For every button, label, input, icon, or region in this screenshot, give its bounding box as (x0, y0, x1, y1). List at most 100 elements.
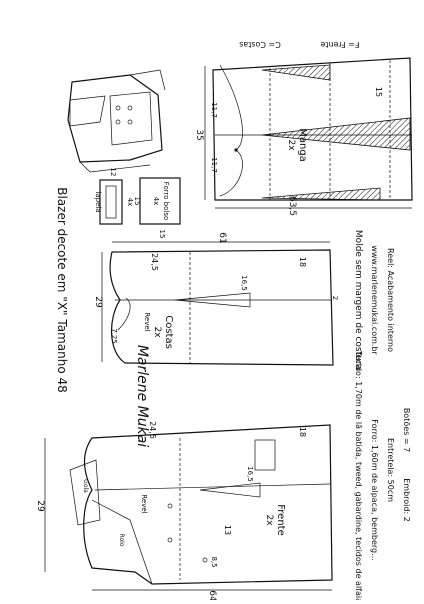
signature: Marlene Mukai (134, 345, 150, 447)
frente-lapel-line (91, 499, 153, 585)
costas-waist-dim: 16,5 (240, 275, 248, 291)
costas-waist-group: 16,5 (240, 275, 248, 291)
costas-neck-curve (117, 297, 131, 331)
sleeve-qty: 2x (286, 139, 296, 151)
costas-width-group: 61 (217, 232, 227, 243)
costas-dart (174, 292, 251, 308)
molde-note: Molde sem margem de costura (353, 230, 363, 370)
frente-depth-dim: 29 (35, 500, 45, 512)
frente-rolo-group: Rolo (118, 534, 125, 547)
sleeve-cap-dim: 35 (194, 129, 204, 140)
costas-revel-group: Revel (143, 312, 151, 331)
lapela-inner (105, 185, 117, 219)
frente-neck-dim: 13 (223, 525, 232, 535)
frente-waist-dim: 16,5 (246, 466, 254, 482)
sleeve-label: Manga (297, 128, 308, 162)
sleeve-cap-group: 35 (194, 129, 204, 140)
legend-group: F= Frente C= Costas (239, 40, 359, 49)
frente-depth-group: 29 (35, 500, 45, 512)
lapela-w-dim: 12 (109, 168, 117, 177)
jacket-button-1 (115, 105, 121, 111)
fabric-note: Tecido: 1,70m de lã batida, tweed, gabar… (354, 350, 363, 600)
sleeve-cap-w1-group: 11,7 (210, 102, 218, 118)
forro-bolso-outline (139, 177, 181, 225)
legend-back: C= Costas (239, 40, 281, 49)
forro-bolso-label: Forro bolso (162, 182, 170, 221)
interfacing-note: Entretela: 50cm (386, 438, 395, 502)
costas-shoulder-group: 24,5 (150, 253, 159, 271)
frente-qty: 2x (264, 514, 274, 526)
buttons-note: Botões = 7 (402, 408, 411, 452)
sleeve-cap-w1-dim: 11,7 (210, 102, 218, 118)
sleeve-hatch-bottom (261, 187, 381, 201)
costas-side-group: 18 (298, 257, 307, 267)
forro-bolso-label-group: Forro bolso 4x (152, 182, 170, 221)
notes-molde-group: Molde sem margem de costura (353, 230, 363, 370)
lining-note: Forro: 1,60m de alpaca, bemberg... (370, 419, 379, 560)
sleeve-cuff-group: 15 (374, 87, 383, 97)
frente-button-3 (202, 557, 208, 563)
bolso-w-group: 15 (133, 197, 141, 206)
frente-button-1 (167, 503, 173, 509)
frente-waist-line (94, 483, 331, 491)
lapela-piece (99, 179, 123, 225)
costas-piece (109, 249, 334, 366)
sleeve-length-group: 63,5 (287, 196, 297, 216)
lapela-label-group: lapela (94, 191, 102, 212)
jacket-sketch (67, 69, 166, 173)
jacket-lapel (69, 95, 106, 127)
frente-dart (199, 482, 261, 498)
jacket-button-4 (127, 119, 133, 125)
sleeve-cap-w2-dim: 11,7 (210, 157, 218, 173)
lapela-w-group: 12 (109, 168, 117, 177)
notes-reel-group: Reel: Acabamento interno (386, 248, 395, 352)
frente-length-group: 64 (207, 590, 217, 602)
notes-website-group: www.marlenemukai.com.br (370, 245, 379, 355)
frente-revel-group: Revel (140, 494, 148, 513)
frente-outline (83, 424, 333, 585)
lapela-qty-group: 4x (126, 198, 134, 207)
frente-hem-group: 8,5 (210, 556, 218, 567)
jacket-button-2 (127, 105, 133, 111)
embroidery-note: Embroid: 2 (402, 478, 411, 522)
frente-button-2 (167, 537, 173, 543)
lining-note-group: Forro: 1,60m de alpaca, bemberg... (370, 419, 379, 560)
costas-shoulder-dim: 24,5 (150, 253, 159, 271)
bolso-w-dim: 15 (133, 197, 141, 206)
sleeve-dart-top (261, 117, 411, 151)
costas-depth-dim: 29 (93, 296, 103, 308)
frente-waist-group: 16,5 (246, 466, 254, 482)
costas-revel-mark: Revel (143, 312, 151, 331)
sleeve-cap-w2-group: 11,7 (210, 157, 218, 173)
costas-qty: 2x (152, 326, 162, 338)
website-note: www.marlenemukai.com.br (370, 245, 379, 355)
fabric-note-group: Tecido: 1,70m de lã batida, tweed, gabar… (354, 350, 363, 604)
jacket-hem (79, 161, 151, 173)
bolso-h-dim: 15 (158, 230, 166, 239)
sleeve-hatch-top (261, 64, 331, 81)
lapela-label: lapela (94, 191, 102, 212)
lapela-outline (99, 179, 123, 225)
sleeve-notch (234, 148, 238, 152)
sleeve-length-dim: 63,5 (287, 196, 297, 216)
costas-neck-dim: 7,25 (110, 328, 118, 344)
reel-note: Reel: Acabamento interno (386, 248, 395, 352)
costas-depth-group: 29 (93, 296, 103, 308)
frente-label-group: Frente 2x (264, 504, 286, 535)
frente-shoulder-dim: 24,5 (148, 421, 157, 439)
lapela-qty: 4x (126, 198, 134, 207)
costas-side-dim: 18 (298, 257, 307, 267)
frente-hem-dim: 8,5 (210, 556, 218, 567)
bolso-h-group: 15 (158, 230, 166, 239)
jacket-body (67, 74, 163, 163)
jacket-button-3 (115, 119, 121, 125)
jacket-front (109, 91, 153, 146)
title-group: Blazer decote em "X" Tamanho 48 (55, 187, 69, 393)
frente-revel-mark: Revel (140, 494, 148, 513)
sleeve-cuff-dim: 15 (374, 87, 383, 97)
frente-label: Frente (275, 504, 286, 535)
sleeve-cap-curve (219, 64, 243, 197)
page-title: Blazer decote em "X" Tamanho 48 (55, 187, 69, 393)
